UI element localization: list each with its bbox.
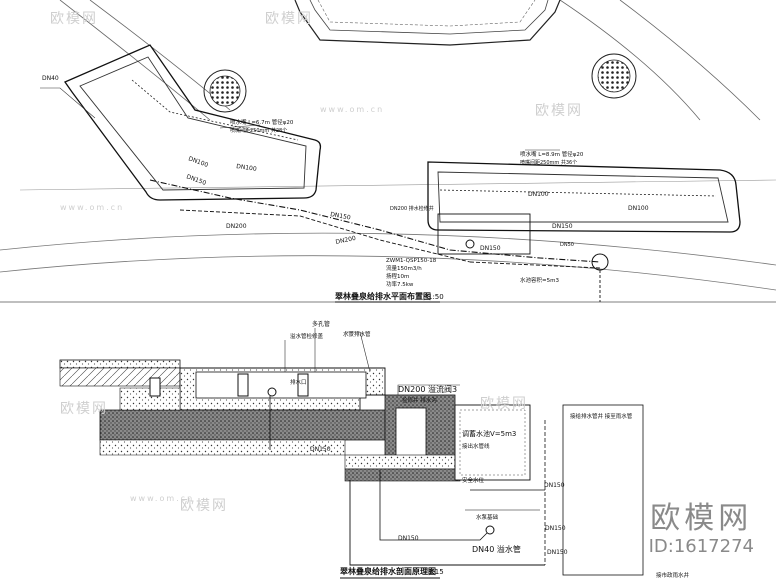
section-label-dn40: DN40 溢水管 [472, 544, 521, 554]
plan-label-spray-a2: 喷嘴间距250mm 共28个 [230, 127, 287, 134]
section-label-dn150-c: DN150 [544, 482, 565, 489]
section-label-dn200-valve: DN200 溢流阀3 [398, 384, 457, 394]
section-label-nozzle-box: 溢水管检修盖 [290, 332, 324, 340]
plan-label-pump-n: 功率7.5kw [386, 280, 414, 288]
plan-label-pump-q: 流量150m3/h [386, 264, 422, 272]
plan-label-tank: 水池容积=5m3 [520, 276, 559, 284]
plan-view: DN40 DN100 DN100 DN100 DN100 DN150 DN150… [0, 0, 776, 303]
plan-label-dn150-c: DN150 [480, 245, 501, 252]
plan-label-spray-b2: 喷嘴间距250mm 共36个 [520, 159, 577, 166]
section-label-pit-note: 检修井 排水沟 [402, 396, 437, 404]
plan-label-dn150-b: DN150 [330, 211, 352, 221]
plan-label-dn200-b: DN200 [335, 235, 357, 246]
plan-label-dn100-c: DN100 [528, 191, 549, 198]
section-scale: 1:15 [428, 568, 444, 576]
plan-label-dn150-a: DN150 [185, 173, 207, 187]
brand-id: ID:1617274 [648, 536, 754, 557]
plan-label-dn200-a: DN200 [226, 223, 247, 230]
brand-mark: 欧模网 ID:1617274 [649, 502, 754, 558]
plan-label-spray-b: 喷水嘴 L=8.9m 管径φ20 [520, 150, 584, 158]
plan-label-dn200-pit: DN200 排水检修井 [390, 205, 434, 212]
plan-label-dn50: DN50 [560, 242, 574, 248]
section-label-tank-note: 接出水管线 [462, 442, 490, 450]
section-label-dn150-d: DN150 [547, 549, 568, 556]
plan-label-dn40: DN40 [42, 75, 59, 82]
plan-label-pump-h: 扬程10m [386, 272, 409, 280]
section-label-bottom-note: 接市政雨水井 [656, 571, 690, 579]
plan-scale: 1:50 [428, 293, 444, 301]
plan-label-dn100-b: DN100 [236, 163, 258, 173]
plan-label-pump-model: ZWM1-QSP150-18 [386, 258, 437, 264]
section-label-safe-level: 安全水位 [462, 476, 485, 484]
plan-label-dn150-d: DN150 [552, 223, 573, 230]
section-label-dn150-e: DN150 [545, 525, 566, 532]
plan-label-spray-a: 喷水嘴 L=6.7m 管径φ20 [230, 118, 294, 126]
section-title: 翠林叠泉给排水剖面原理图 [340, 566, 436, 576]
section-label-nozzle: 多孔管 [312, 320, 330, 328]
plan-label-dn100-a: DN100 [187, 155, 209, 169]
section-label-tank: 调蓄水池V=5m3 [462, 429, 516, 438]
section-label-right-box: 接给排水管井 接至雨水管 [570, 412, 633, 420]
section-label-overflow: 水景排水管 [343, 330, 371, 338]
plan-title: 翠林叠泉给排水平面布置图 [335, 291, 431, 301]
section-view: 多孔管 溢水管检修盖 水景排水管 DN200 溢流阀3 检修井 排水沟 排水口 … [59, 320, 690, 579]
section-label-dn150-a: DN150 [310, 446, 331, 453]
plan-label-dn100-d: DN100 [628, 205, 649, 212]
brand-name: 欧模网 [650, 501, 753, 536]
section-label-pit: 排水口 [290, 378, 307, 386]
section-label-pump-note: 水泵基础 [476, 513, 499, 521]
section-label-dn150-b: DN150 [398, 535, 419, 542]
